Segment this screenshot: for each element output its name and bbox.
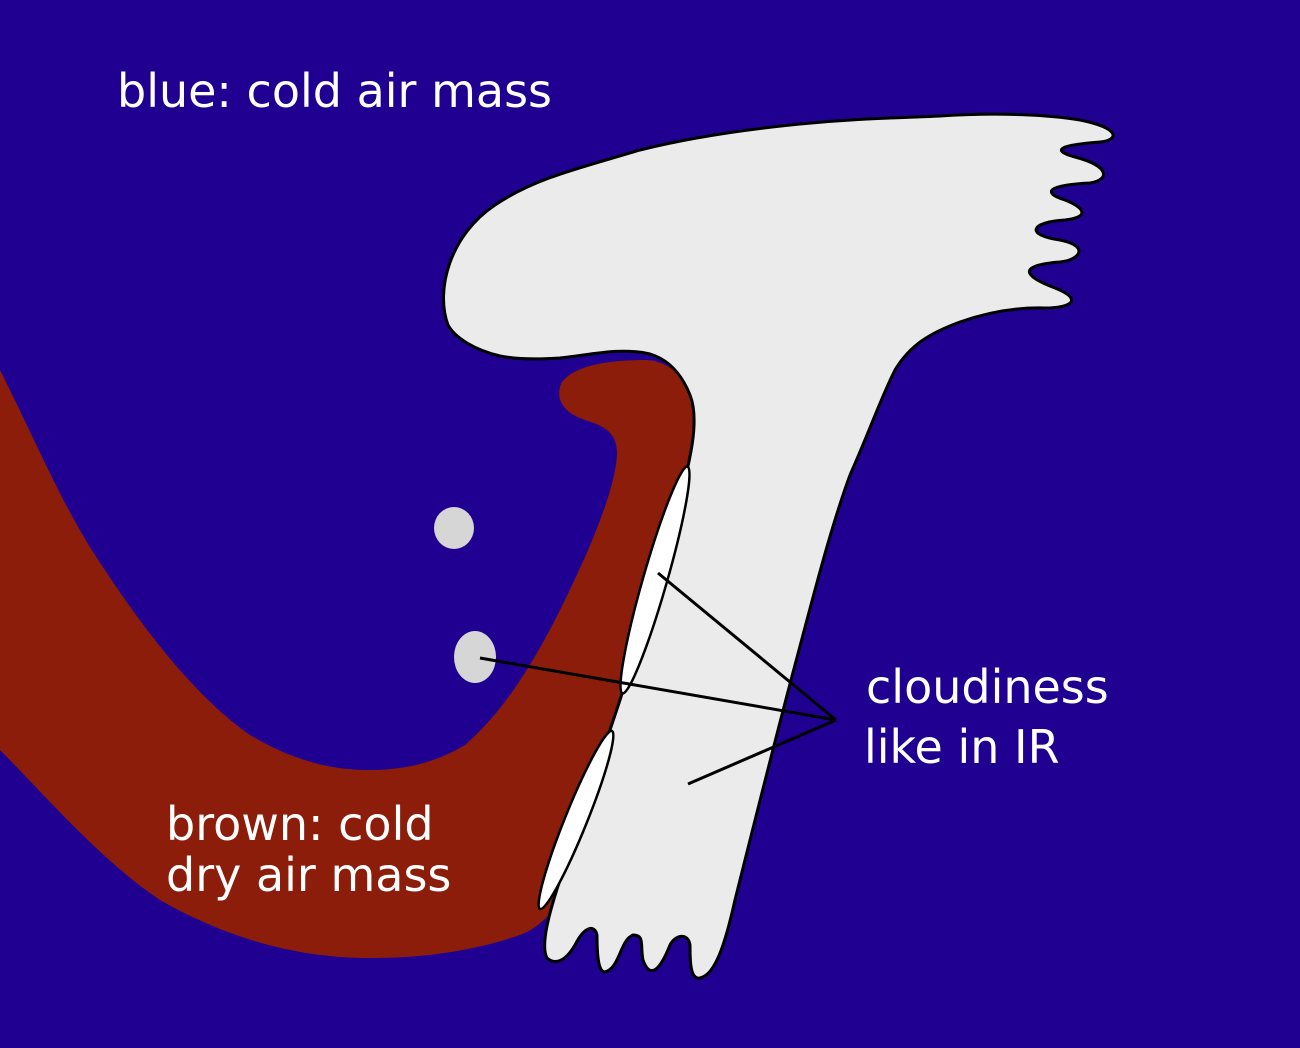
pointer-line-lower: [687, 718, 837, 786]
bright-cloud-band-lower: [537, 729, 615, 911]
cold-dry-air-mass-band: [0, 360, 695, 958]
cloud-spot-lower: [454, 631, 496, 683]
pointer-lines: [479, 571, 837, 786]
pointer-line-upper: [657, 571, 837, 722]
brown-air-mass-label-line1: brown: cold: [166, 797, 434, 851]
brown-air-mass-label-line2: dry air mass: [166, 848, 452, 902]
cloudiness-label-line1: cloudiness: [866, 660, 1109, 714]
bright-cloud-band-upper: [619, 465, 691, 695]
cloud-spot-upper: [434, 507, 474, 549]
cloud-shape: [442, 112, 1115, 980]
cloudiness-label-line2: like in IR: [864, 720, 1060, 774]
blue-air-mass-label: blue: cold air mass: [117, 64, 553, 118]
pointer-line-middle: [479, 656, 837, 722]
